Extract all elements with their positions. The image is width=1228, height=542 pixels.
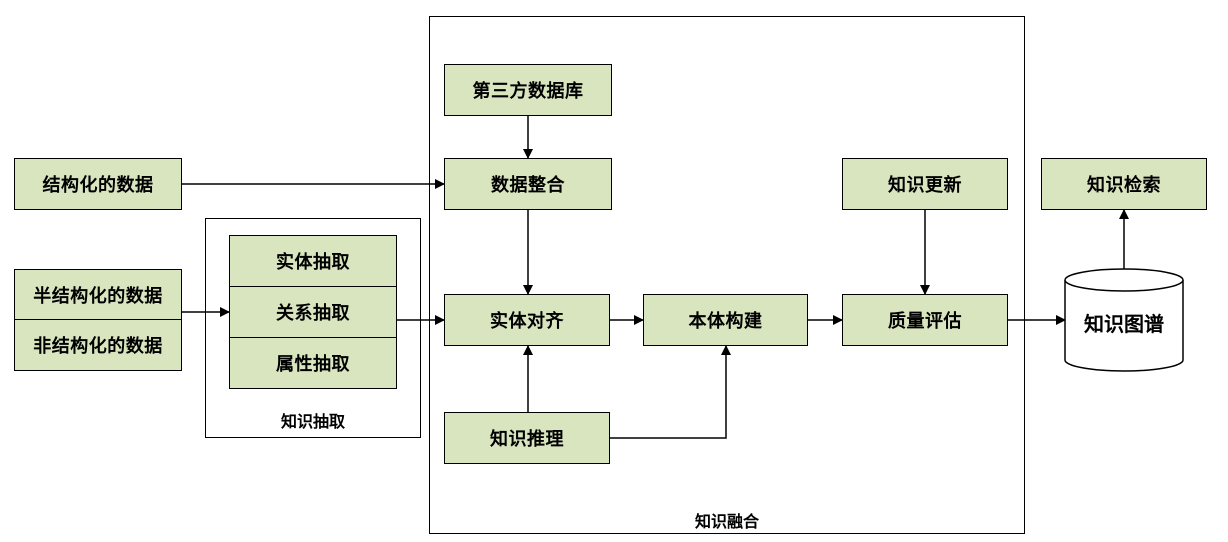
data-integration-box: 数据整合 — [444, 158, 612, 210]
entity-alignment-box: 实体对齐 — [444, 294, 610, 346]
arrow-reasoning-to-ontology — [610, 345, 731, 439]
third-party-database-box: 第三方数据库 — [444, 64, 612, 116]
knowledge-update-box: 知识更新 — [842, 158, 1008, 210]
ontology-construction-box: 本体构建 — [643, 294, 808, 346]
attribute-extraction-box: 属性抽取 — [229, 337, 397, 389]
semi-structured-data-box: 半结构化的数据 — [14, 269, 182, 320]
knowledge-extraction-caption: 知识抽取 — [233, 411, 393, 433]
structured-data-box: 结构化的数据 — [14, 158, 182, 210]
knowledge-reasoning-box: 知识推理 — [444, 412, 610, 464]
unstructured-data-box: 非结构化的数据 — [14, 319, 182, 371]
quality-assessment-box: 质量评估 — [842, 294, 1008, 346]
relation-extraction-box: 关系抽取 — [229, 286, 397, 338]
knowledge-graph-label: 知识图谱 — [1084, 312, 1164, 336]
knowledge-extraction-frame — [205, 218, 421, 438]
entity-extraction-box: 实体抽取 — [229, 235, 397, 287]
knowledge-retrieval-box: 知识检索 — [1041, 158, 1207, 210]
knowledge-graph-database-icon — [1064, 268, 1184, 372]
knowledge-fusion-frame — [429, 16, 1025, 534]
knowledge-fusion-caption: 知识融合 — [646, 511, 808, 533]
